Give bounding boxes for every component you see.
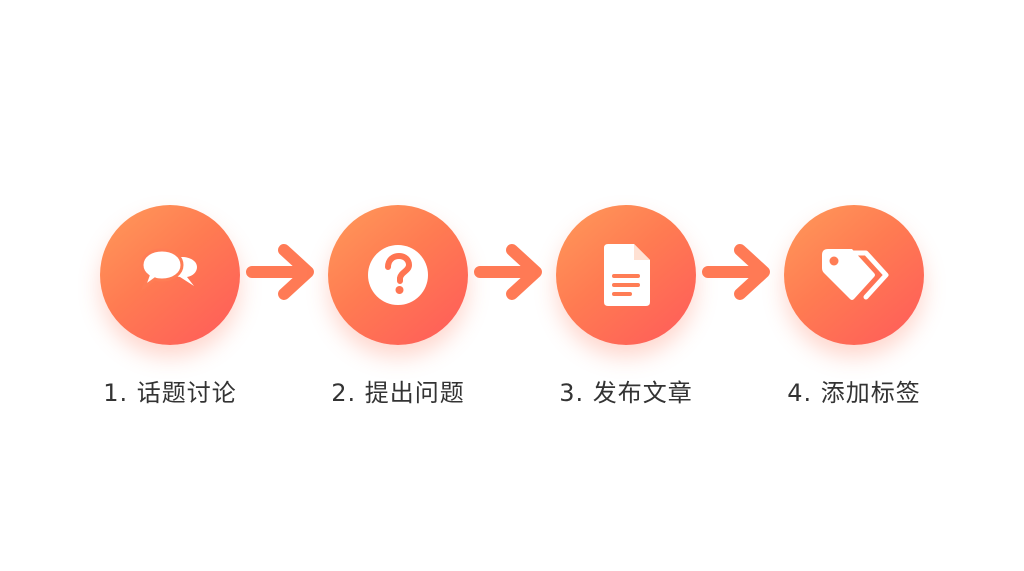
chat-bubbles-icon xyxy=(140,248,197,292)
document-icon xyxy=(604,244,650,306)
step-2-circle xyxy=(328,205,468,345)
step-1-circle xyxy=(100,205,240,345)
step-3-label: 3. 发布文章 xyxy=(559,379,693,407)
arrow-right-icon xyxy=(702,244,770,300)
step-1-label: 1. 话题讨论 xyxy=(103,379,237,407)
step-2-label: 2. 提出问题 xyxy=(331,379,465,407)
arrow-right-icon xyxy=(246,244,314,300)
arrow-right-icon xyxy=(474,244,542,300)
step-3-circle xyxy=(556,205,696,345)
step-4-circle xyxy=(784,205,924,345)
step-2: 2. 提出问题 xyxy=(308,205,488,407)
step-1: 1. 话题讨论 xyxy=(80,205,260,407)
step-4-label: 4. 添加标签 xyxy=(787,379,921,407)
question-icon xyxy=(368,245,428,305)
step-3: 3. 发布文章 xyxy=(536,205,716,407)
step-4: 4. 添加标签 xyxy=(764,205,944,407)
tags-icon xyxy=(822,249,889,300)
